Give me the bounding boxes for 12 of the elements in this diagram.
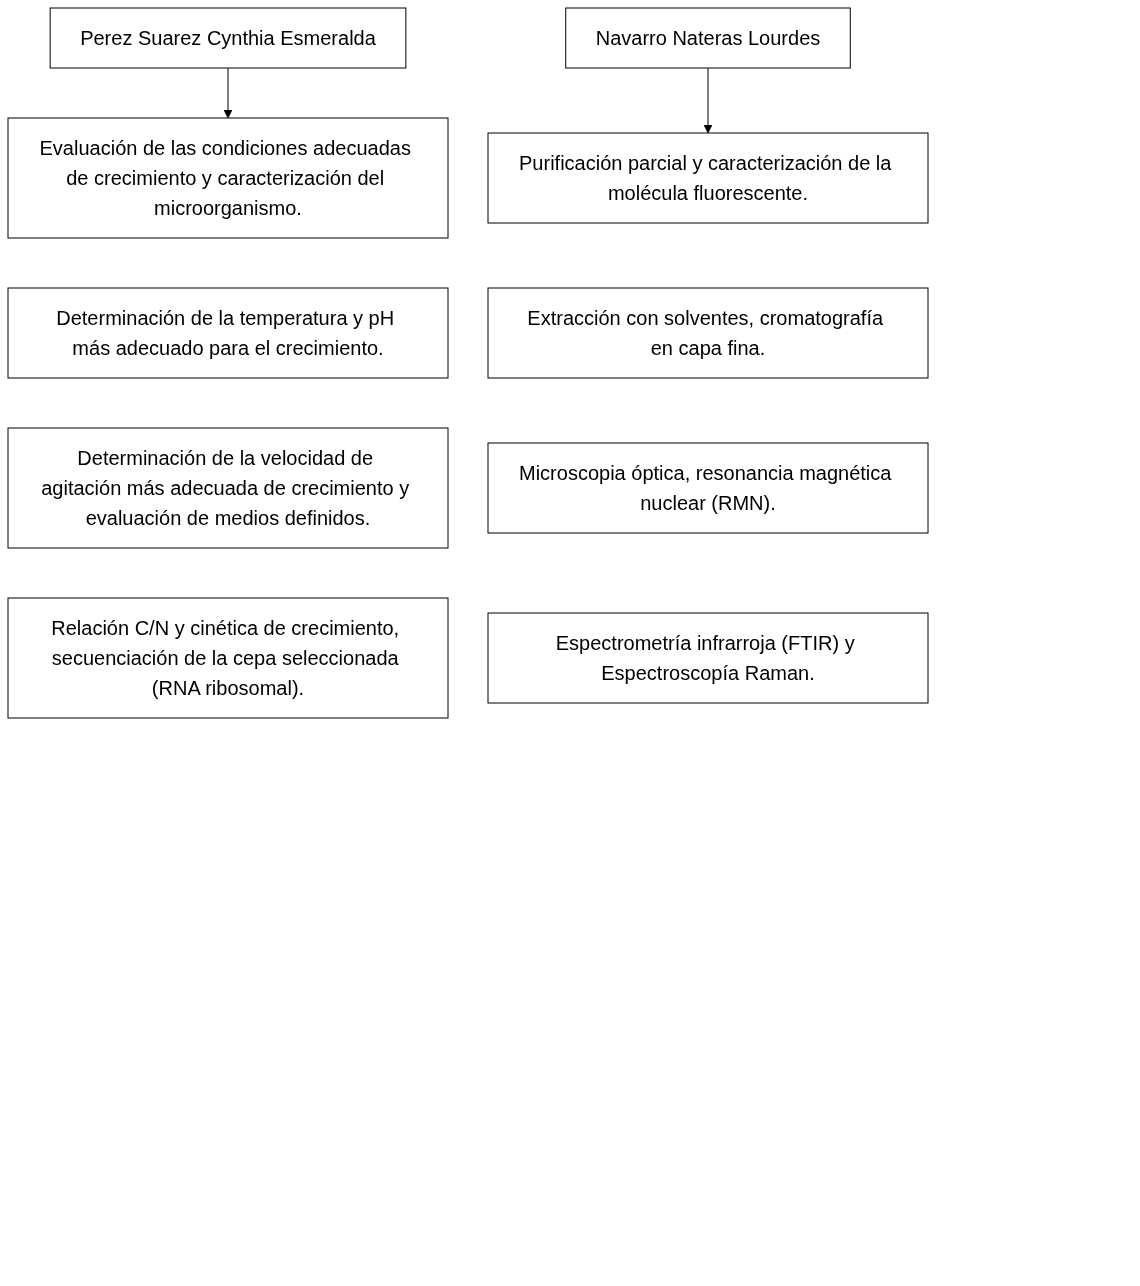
node-box: Extracción con solventes, cromatografía en capa fina. <box>487 287 929 379</box>
node-box: Evaluación de las condiciones adecuadas de crecimiento y caracterización del microorganismo. <box>7 117 449 239</box>
node-box: Navarro Nateras Lourdes <box>565 7 851 69</box>
node-box: Microscopia óptica, resonancia magnética nuclear (RMN). <box>487 442 929 534</box>
node-box: Espectrometría infrarroja (FTIR) y Espectroscopía Raman. <box>487 612 929 704</box>
arrow <box>223 67 233 119</box>
node-box: Determinación de la temperatura y pH más adecuado para el crecimiento. <box>7 287 449 379</box>
arrow <box>703 67 713 134</box>
node-box: Purificación parcial y caracterización de la molécula fluorescente. <box>487 132 929 224</box>
node-box: Determinación de la velocidad de agitación más adecuada de crecimiento y evaluación de medios definidos. <box>7 427 449 549</box>
node-box: Relación C/N y cinética de crecimiento, secuenciación de la cepa seleccionada (RNA ribosomal). <box>7 597 449 719</box>
node-box: Perez Suarez Cynthia Esmeralda <box>49 7 407 69</box>
